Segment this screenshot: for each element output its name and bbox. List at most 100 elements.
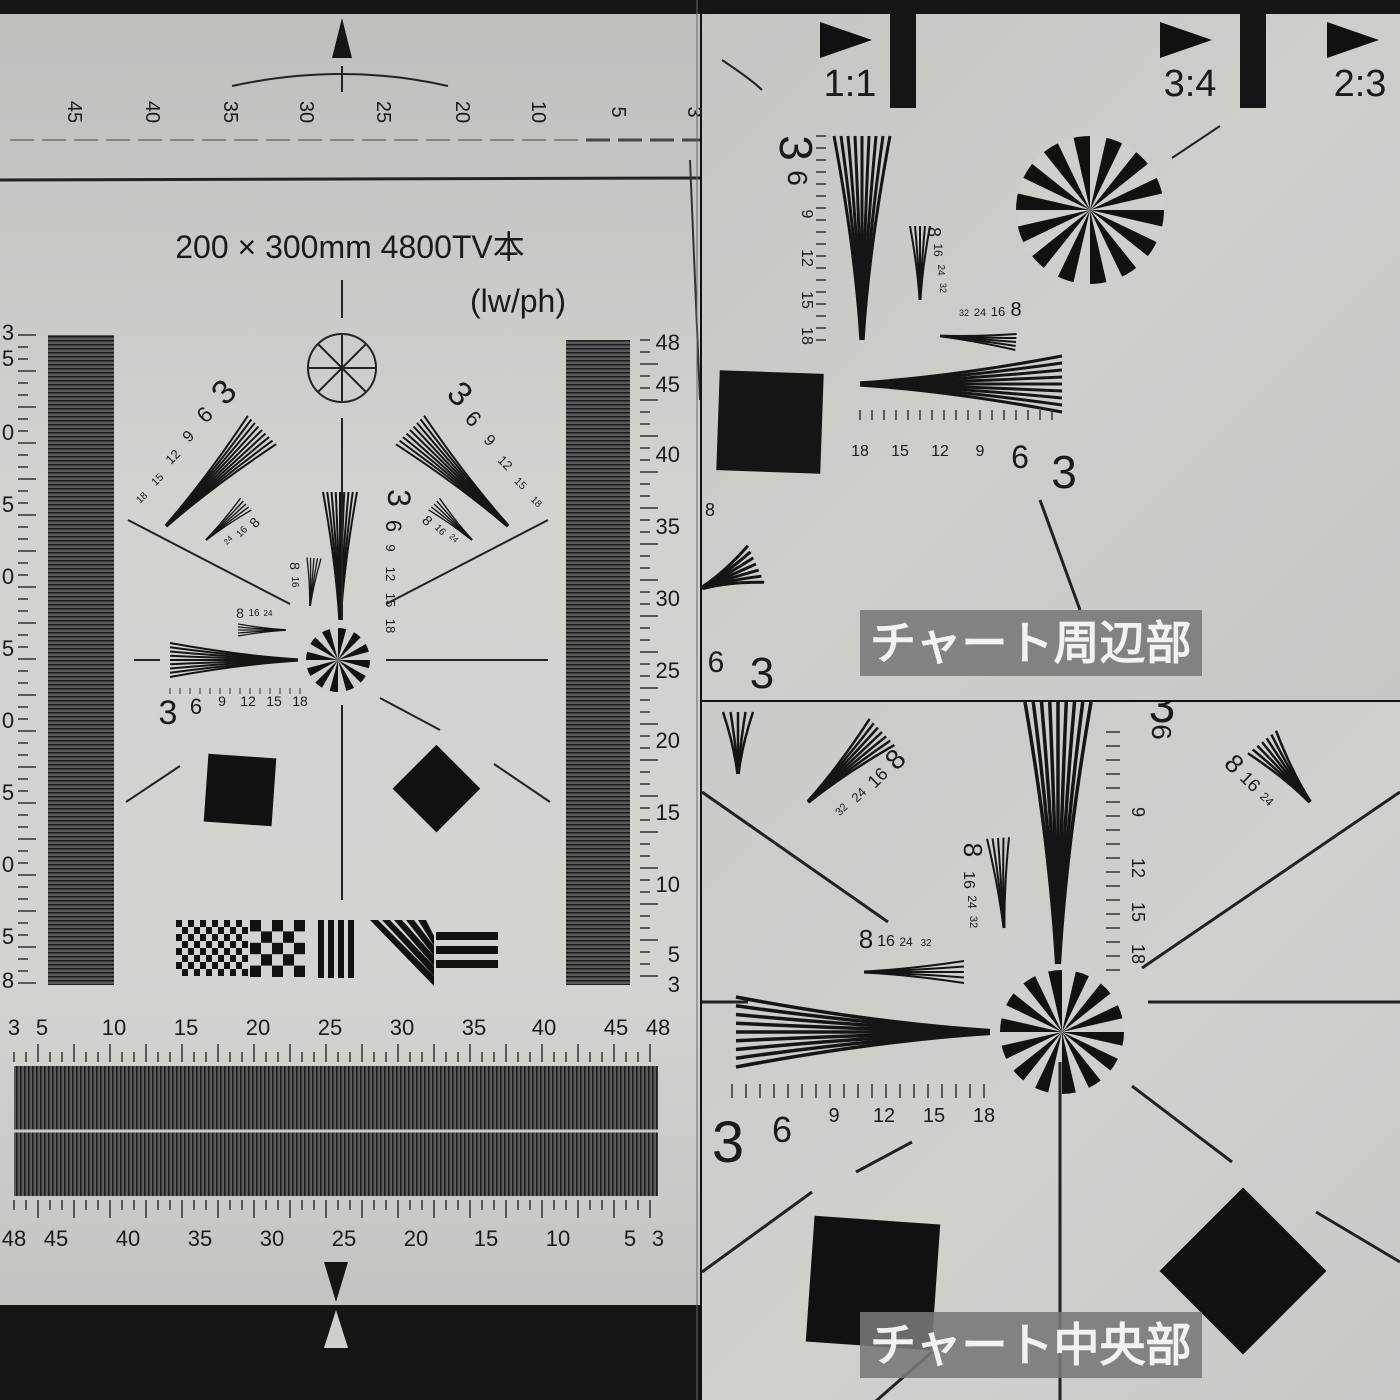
wedge-label: 3 — [204, 372, 244, 412]
edge-partial-wedge — [702, 544, 765, 591]
bottom-scale-lower-label: 10 — [546, 1226, 570, 1251]
bottom-scale-lower-label: 45 — [44, 1226, 68, 1251]
center-crop-wedge-label: 32 — [967, 916, 979, 928]
wedge-label: 18 — [134, 490, 150, 506]
edge-square-target — [716, 370, 824, 474]
wedge-label: 9 — [218, 693, 226, 709]
center-crop-wedge-label: 18 — [973, 1105, 995, 1127]
center-crop-horizontal-wedge — [735, 995, 991, 1069]
edge-vertical-wedge — [832, 135, 892, 341]
center-crop-vertical-wedge — [1023, 702, 1093, 965]
edge-caption: チャート周辺部 — [860, 610, 1202, 676]
top-scale-label: 35 — [219, 101, 241, 123]
wedge-label: 12 — [240, 693, 256, 709]
left-scale-label: 0 — [2, 564, 14, 589]
right-square-target — [392, 744, 481, 833]
wedge-label: 6 — [192, 402, 218, 428]
center-crop-wedge-label: 32 — [833, 801, 850, 818]
bottom-scale-lower-label: 20 — [404, 1226, 428, 1251]
edge-wedge-label: 6 — [1011, 439, 1029, 475]
edge-wedge-label: 16 — [991, 304, 1005, 319]
edge-horizontal-wedge — [859, 354, 1063, 414]
wedge-label: 12 — [495, 452, 516, 473]
top-scale-label: 3 — [683, 106, 700, 117]
wedge-label: 8 — [419, 512, 436, 529]
center-crop-wedge-label: 3 — [712, 1110, 744, 1175]
edge-wedge-label: 24 — [974, 307, 986, 319]
center-crop-wedge-label: 9 — [828, 1105, 839, 1127]
top-scale-label: 10 — [527, 101, 549, 123]
bottom-scale-upper-label: 48 — [646, 1015, 670, 1040]
bottom-scale-upper-label: 5 — [36, 1015, 48, 1040]
center-crop-wedge-label: 16 — [877, 933, 895, 950]
edge-wedge-label: 8 — [1010, 299, 1021, 321]
left-scale-label: 5 — [2, 780, 14, 805]
bottom-scale-lower-label: 30 — [260, 1226, 284, 1251]
ratio-arrow-3 — [1327, 22, 1379, 58]
center-crop-wedge-label: 3 — [1149, 702, 1176, 733]
wedge-label: 18 — [383, 619, 398, 633]
center-crop-wedge-label: 16 — [960, 871, 977, 889]
left-scale-label: 0 — [2, 852, 14, 877]
right-scale-label: 15 — [656, 800, 680, 825]
wedge-label: 3 — [159, 694, 178, 732]
wedge-label: 12 — [383, 567, 398, 581]
right-scale-label: 10 — [656, 872, 680, 897]
wedge-label: 18 — [292, 693, 308, 709]
frame-marker-2 — [1240, 0, 1266, 108]
bottom-scale-lower-label: 48 — [2, 1226, 26, 1251]
center-crop-wedge-label: 24 — [965, 895, 979, 909]
center-crop-wedge-label: 12 — [873, 1105, 895, 1127]
right-scale-label: 48 — [656, 330, 680, 355]
wedge-label: 9 — [383, 544, 398, 551]
center-crop-diagonal-wedge-right — [1247, 730, 1312, 804]
small-wedge-horizontal — [237, 623, 287, 637]
wedge-label: 15 — [266, 693, 282, 709]
chart-heading: 200 × 300mm 4800TV本 — [175, 229, 525, 265]
center-crop-wedge-label: 9 — [1128, 807, 1148, 817]
wedge-label: 15 — [149, 471, 166, 488]
wedge-label: 18 — [528, 494, 544, 510]
wedge-label: 24 — [447, 532, 460, 545]
edge-wedge-label: 6 — [782, 170, 813, 186]
bottom-scale-upper-label: 40 — [532, 1015, 556, 1040]
edge-wedge-label: 15 — [891, 443, 909, 460]
center-crop-wedge-label: 24 — [899, 935, 913, 949]
wedge-label: 16 — [432, 522, 448, 538]
wedge-label: 24 — [222, 534, 235, 547]
center-starburst — [306, 628, 370, 692]
bottom-scale-lower-label: 15 — [474, 1226, 498, 1251]
center-crop-wedge-label: 8 — [958, 843, 988, 857]
bottom-scale-lower-label: 3 — [652, 1226, 664, 1251]
edge-wedge-label: 9 — [798, 210, 815, 219]
frame-marker-1 — [890, 0, 916, 108]
left-scale-label: 5 — [2, 636, 14, 661]
edge-wedge-label: 8 — [924, 227, 944, 237]
top-arrow-upper — [332, 0, 352, 12]
bottom-scale-upper-label: 3 — [8, 1015, 20, 1040]
wedge-label: 8 — [287, 562, 303, 570]
bottom-scale-lower-label: 40 — [116, 1226, 140, 1251]
edge-wedge-label: 15 — [798, 291, 815, 309]
edge-wedge-label: 12 — [931, 443, 949, 460]
center-crop-wedge-label: 24 — [1257, 789, 1277, 809]
small-wedge-vertical — [306, 557, 322, 607]
wedge-label: 8 — [246, 514, 263, 531]
top-scale-label: 20 — [451, 101, 473, 123]
left-scale-label: 0 — [2, 420, 14, 445]
wedge-label: 8 — [236, 605, 244, 621]
top-arc — [231, 73, 449, 87]
wedge-label: 6 — [190, 694, 202, 719]
center-crop-small-vertical-wedge — [986, 837, 1010, 929]
edge-small-vertical-wedge — [909, 225, 931, 301]
top-scale-label: 40 — [141, 101, 163, 123]
edge-wedge-label: 3 — [770, 135, 822, 161]
right-frequency-bar — [566, 340, 630, 985]
center-crop-wedge-label: 18 — [1128, 944, 1148, 964]
